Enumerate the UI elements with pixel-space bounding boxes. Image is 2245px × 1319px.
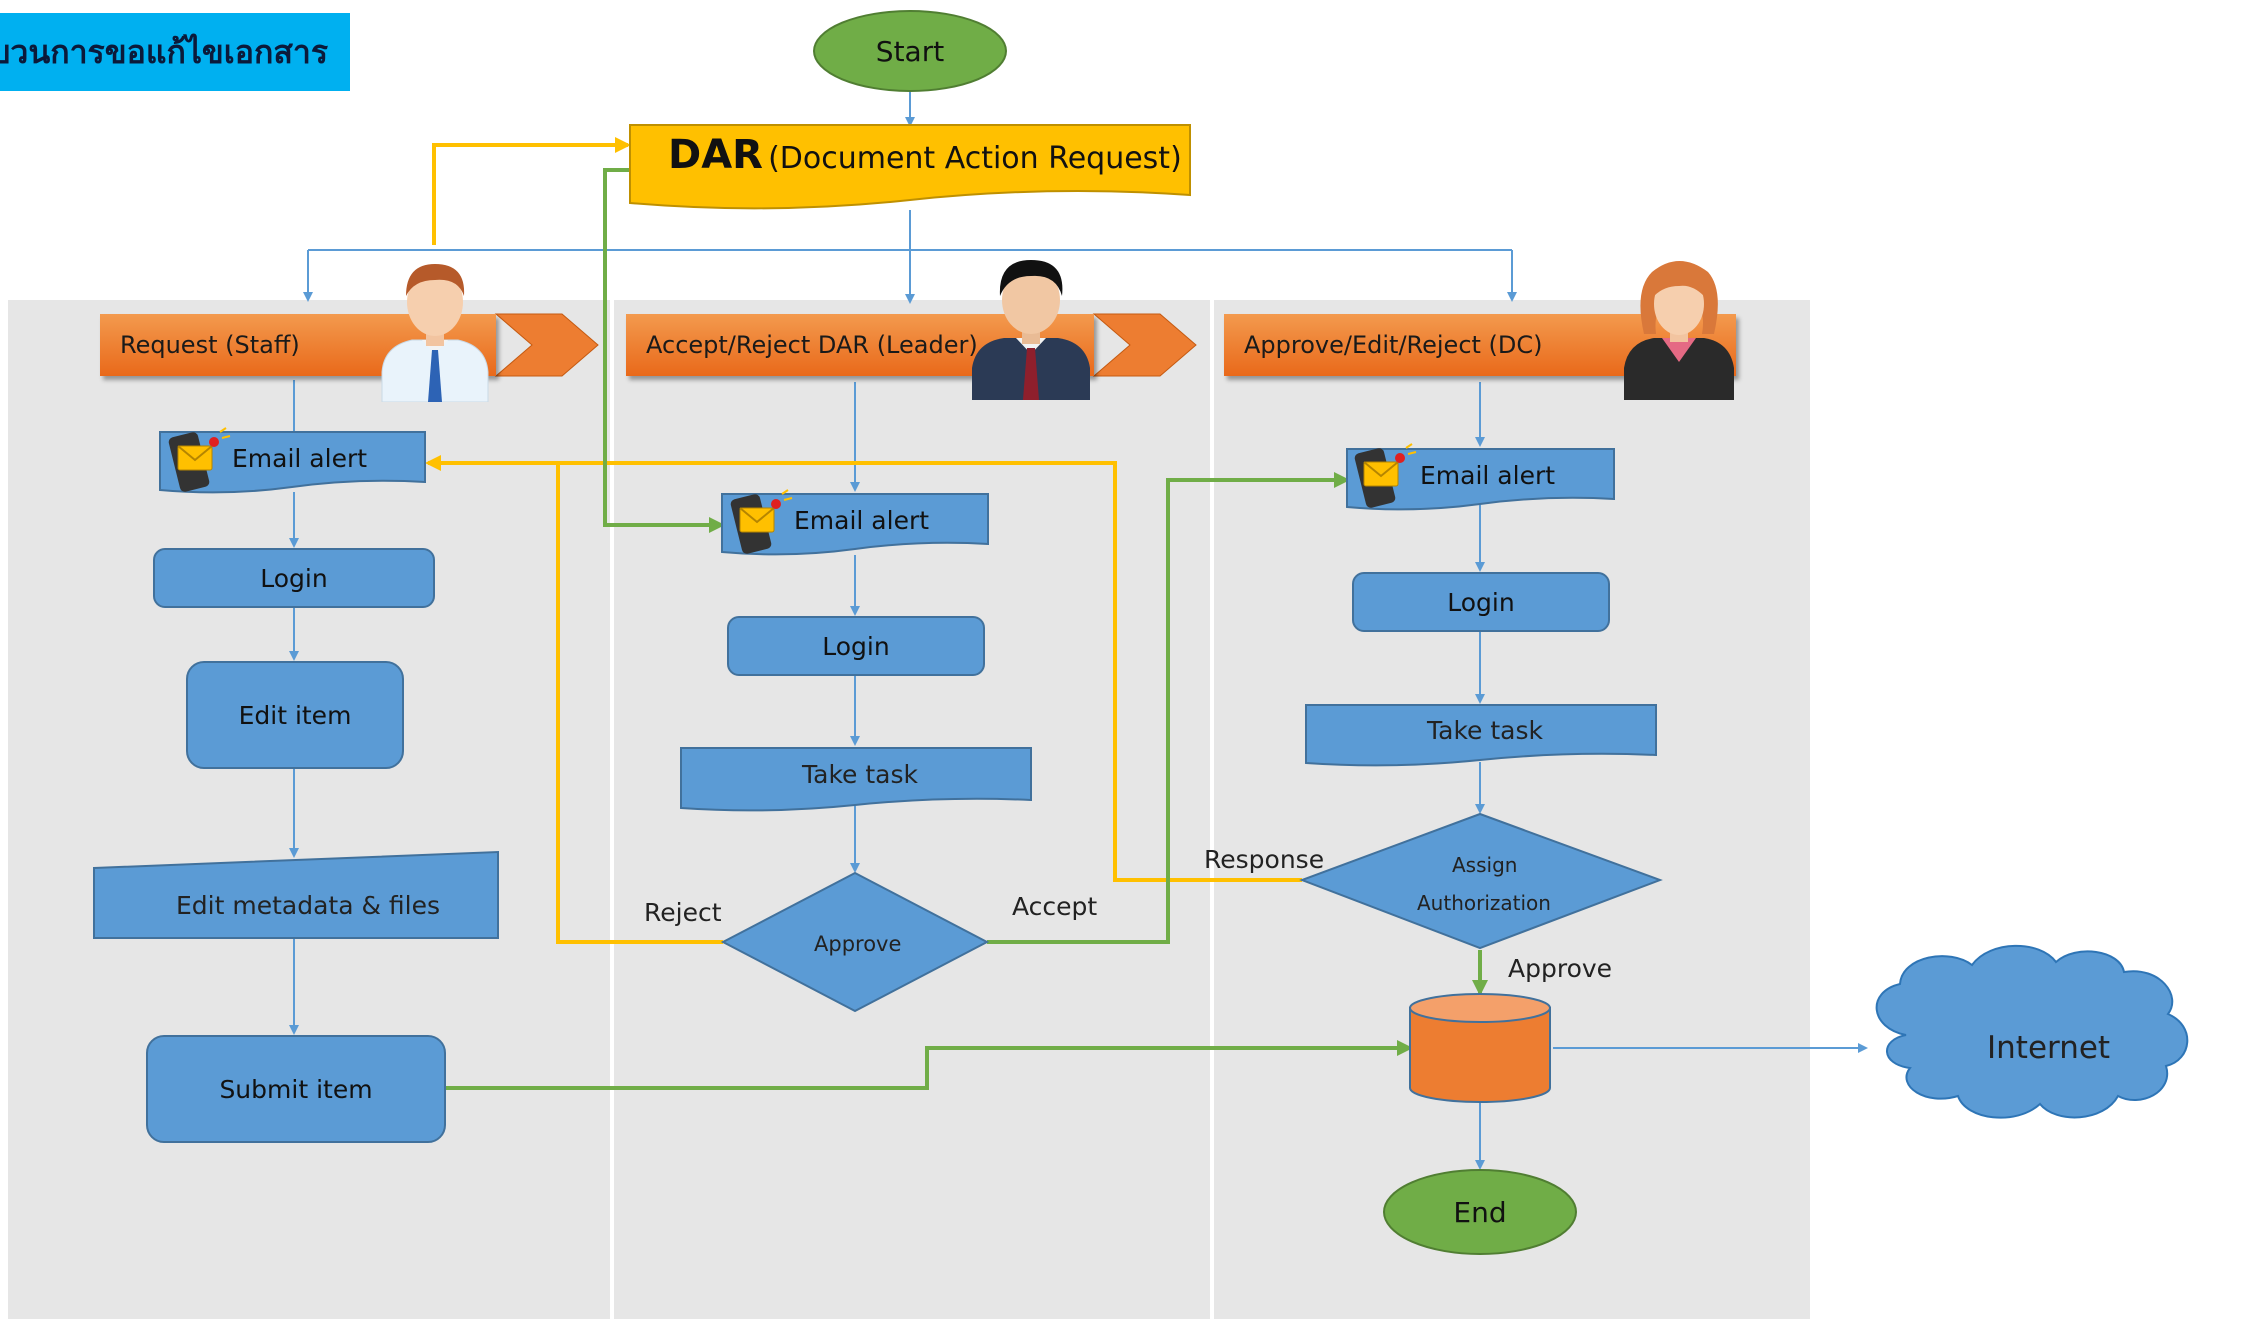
mail-alert-icon [730, 489, 793, 554]
task-shape-leader [680, 747, 1032, 812]
lane-header-staff-label: Request (Staff) [120, 331, 300, 359]
assign-label-line2: Authorization [1417, 891, 1551, 915]
email-shape-leader [721, 493, 989, 556]
task-shape-dc [1305, 704, 1657, 767]
edit-metadata-label: Edit metadata & files [176, 891, 441, 920]
yellow-reject-to-email [425, 455, 723, 944]
email-shape-staff [159, 431, 426, 494]
mail-alert-icon [1354, 443, 1417, 508]
email-shape-dc [1346, 448, 1615, 511]
edit-item: Edit item [186, 661, 404, 769]
chevron-leader [1092, 313, 1197, 377]
chevron-staff [494, 313, 599, 377]
approve-diamond [720, 871, 990, 1013]
login-staff: Login [153, 548, 435, 608]
email-alert-dc-label: Email alert [1420, 461, 1556, 490]
green-dar-to-email-leader [603, 168, 725, 533]
internet-label: Internet [1987, 1030, 2111, 1066]
leader-avatar [972, 260, 1090, 400]
lane-header-dc-label: Approve/Edit/Reject (DC) [1244, 331, 1543, 359]
green-submit-to-db [446, 1040, 1413, 1090]
response-label: Response [1204, 845, 1325, 874]
yellow-response-to-email [558, 461, 1302, 882]
database-cylinder [1409, 993, 1551, 1103]
dar-shape [629, 124, 1191, 210]
take-task-leader-label: Take task [802, 760, 918, 789]
assign-label-line1: Assign [1452, 853, 1518, 877]
start-label: Start [875, 34, 945, 68]
take-task-dc-label: Take task [1427, 716, 1543, 745]
accept-label: Accept [1012, 892, 1098, 921]
login-dc: Login [1352, 572, 1610, 632]
end-shape [1383, 1169, 1577, 1255]
start-shape [813, 10, 1007, 92]
approve-label: Approve [1508, 954, 1613, 983]
mail-alert-icon [168, 427, 231, 492]
dar-rest: (Document Action Request) [768, 141, 1182, 176]
dar-bold: DAR [668, 132, 763, 178]
submit-item: Submit item [146, 1035, 446, 1143]
green-accept-to-email-dc [987, 472, 1350, 944]
staff-avatar [381, 264, 489, 402]
end-label: End [1453, 1195, 1507, 1229]
lane-header-leader-label: Accept/Reject DAR (Leader) [646, 331, 978, 359]
yellow-staff-to-dar [432, 137, 631, 245]
edit-meta-shape [93, 850, 499, 939]
approve-diamond-label: Approve [814, 932, 902, 956]
dar-label: DAR (Document Action Request) [668, 132, 1182, 178]
login-leader: Login [727, 616, 985, 676]
email-alert-leader-label: Email alert [794, 506, 930, 535]
page-title: ขบวนการขอแก้ไขเอกสาร [0, 13, 350, 91]
assign-diamond [1299, 812, 1663, 950]
email-alert-staff-label: Email alert [232, 444, 368, 473]
internet-cloud [1875, 944, 2189, 1119]
dc-avatar [1624, 261, 1734, 400]
reject-label: Reject [644, 898, 722, 927]
